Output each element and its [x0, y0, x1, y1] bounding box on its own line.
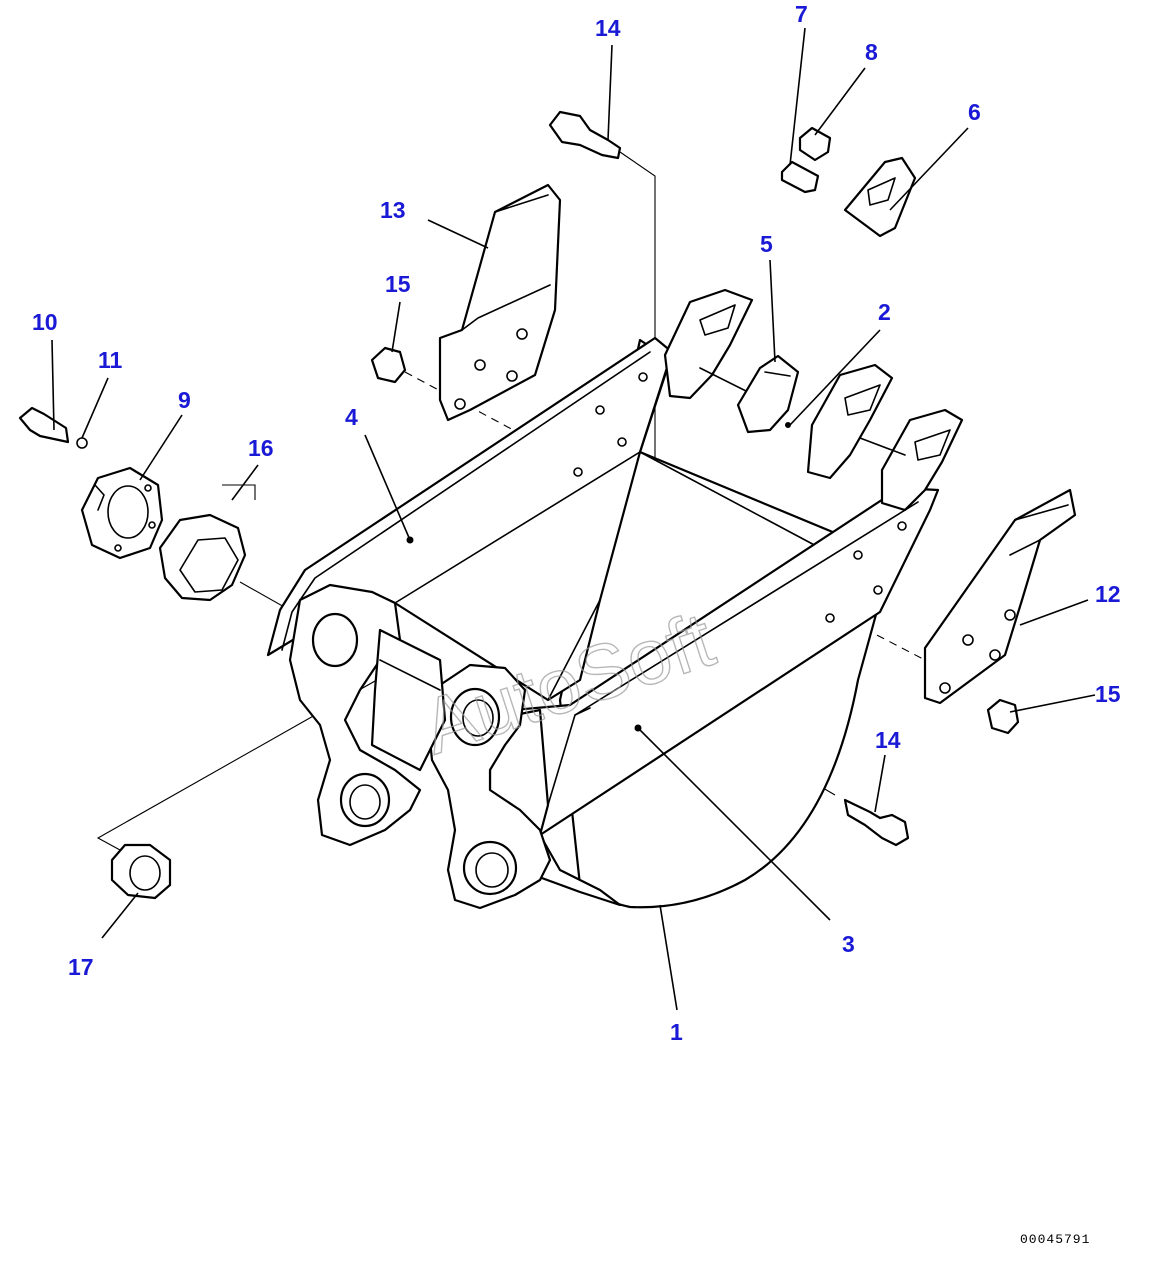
callout-7: 7	[795, 1, 808, 27]
callout-14-bottom: 14	[875, 727, 901, 753]
nuts-15	[370, 346, 1020, 735]
callout-3: 3	[842, 931, 855, 957]
callout-2: 2	[878, 299, 891, 325]
callout-17: 17	[68, 954, 94, 980]
callout-16: 16	[248, 435, 274, 461]
bolt-and-washer	[18, 406, 88, 449]
callout-12: 12	[1095, 581, 1121, 607]
callout-1: 1	[670, 1019, 683, 1045]
drawing-code: 00045791	[1020, 1232, 1090, 1247]
callout-15-top: 15	[385, 271, 411, 297]
tooth-adapters	[663, 288, 964, 512]
callout-11: 11	[98, 347, 123, 373]
leader-lines	[51, 27, 1096, 1011]
side-cutter-lower	[923, 488, 1077, 705]
shims	[158, 513, 247, 602]
pin-and-lock	[780, 126, 832, 194]
callout-5: 5	[760, 231, 773, 257]
tooth-cap	[843, 156, 917, 238]
callout-10: 10	[32, 309, 58, 335]
callouts: 1 2 3 4 5 6 7 8 9 10 11 12 13 14 14 15 1…	[32, 1, 1121, 1045]
callout-14-top: 14	[595, 15, 621, 41]
bushing	[110, 843, 172, 900]
bucket-body	[266, 336, 940, 910]
callout-13: 13	[380, 197, 406, 223]
callout-8: 8	[865, 39, 878, 65]
callout-15-bottom: 15	[1095, 681, 1121, 707]
boss	[80, 466, 164, 560]
callout-6: 6	[968, 99, 981, 125]
callout-4: 4	[345, 404, 358, 430]
bolts-14	[548, 110, 910, 847]
side-plate-holes	[573, 372, 907, 623]
callout-9: 9	[178, 387, 191, 413]
side-cutter-upper	[438, 183, 562, 422]
tooth-point	[736, 354, 800, 434]
